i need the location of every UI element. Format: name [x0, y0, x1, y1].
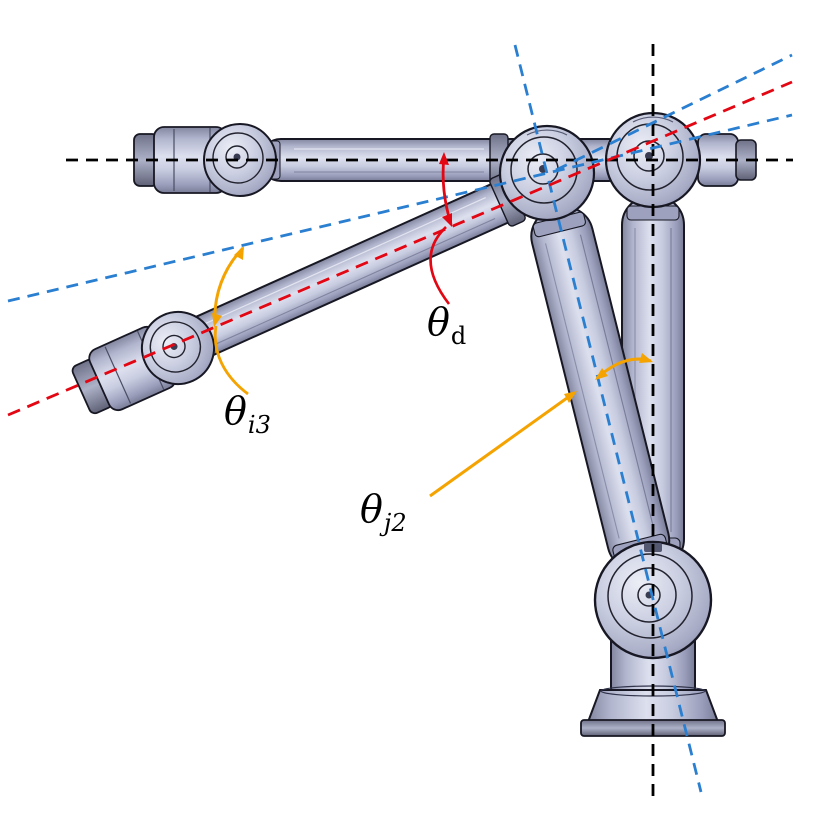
theta-symbol: θ [427, 300, 450, 344]
theta-symbol: θ [360, 487, 383, 531]
theta-d-arrow-top [439, 152, 449, 165]
joint-axes-blue [7, 44, 793, 793]
theta-j2-arrow-left [595, 368, 608, 380]
theta-j2-annotation [429, 353, 653, 498]
tilted-upper-arm-axis [513, 44, 703, 793]
theta-i3-subscript: i3 [247, 411, 271, 439]
angle-label-theta-i3: θi3 [224, 389, 271, 437]
theta-symbol: θ [224, 389, 247, 433]
theta-j2-arrow-right [639, 353, 653, 363]
angle-label-theta-j2: θj2 [360, 487, 407, 535]
theta-i3-arrow-bottom [212, 313, 222, 327]
theta-j2-subscript: j2 [383, 509, 407, 537]
theta-j2-leader-arrow [564, 391, 577, 403]
deflected-axis-red [7, 80, 793, 417]
reference-axes [66, 44, 793, 796]
theta-i3-arrow-top [234, 246, 244, 260]
deflected-forearm-axis [7, 80, 793, 417]
theta-d-annotation [429, 152, 453, 305]
upper-reference-axis [555, 53, 793, 172]
ideal-forearm-axis [7, 113, 793, 303]
theta-d-subscript: d [450, 322, 467, 350]
angle-label-theta-d: θd [427, 300, 466, 348]
theta-d-arrow-bottom [442, 213, 452, 227]
theta-i3-annotation [212, 246, 249, 396]
